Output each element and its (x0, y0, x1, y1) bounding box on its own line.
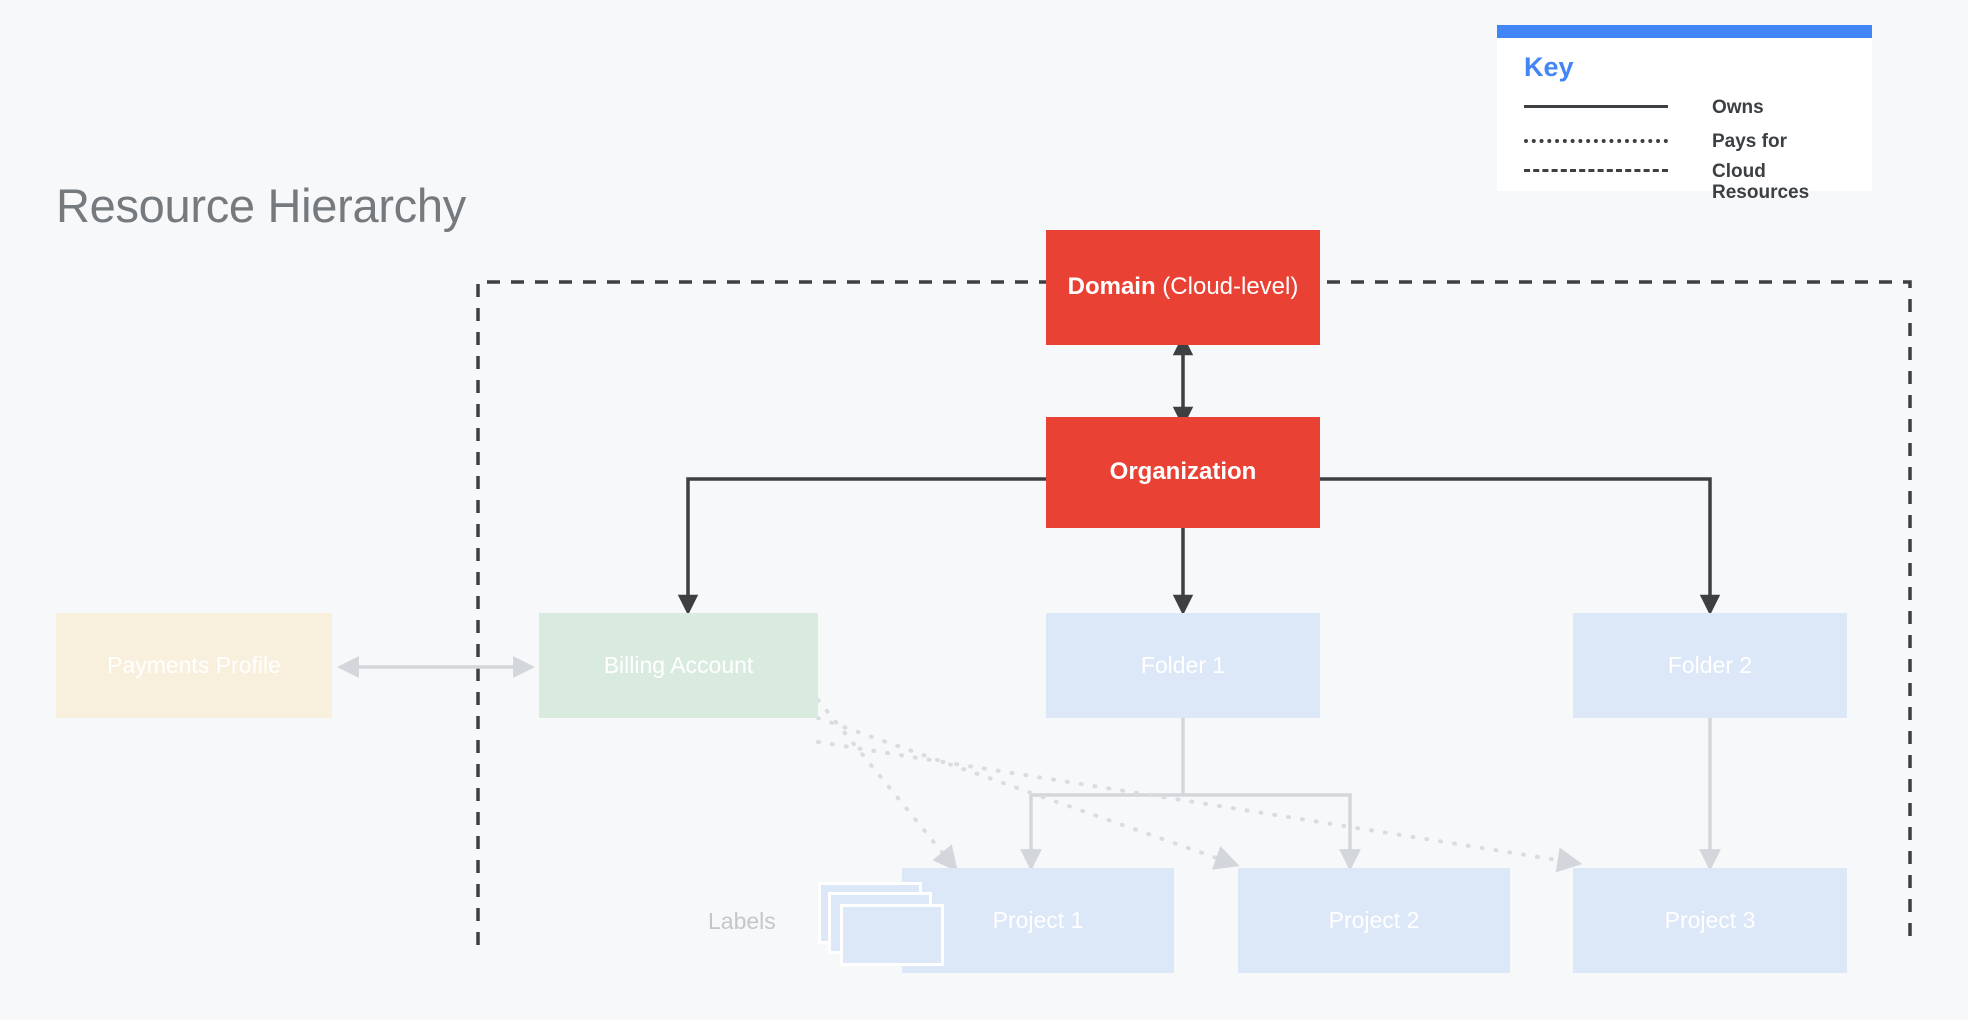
node-folder-2[interactable]: Folder 2 (1573, 613, 1847, 718)
node-domain[interactable]: Domain (Cloud-level) (1046, 230, 1320, 345)
key-entry-cloud-resources-label: Cloud Resources (1712, 161, 1810, 204)
node-payments-profile[interactable]: Payments Profile (56, 613, 332, 718)
node-folder-2-label: Folder 2 (1667, 651, 1753, 678)
node-organization[interactable]: Organization (1046, 417, 1320, 528)
node-project-1[interactable]: Project 1 (902, 868, 1174, 973)
key-entry-pays-for: Pays for (1524, 131, 1854, 152)
dotted-line-icon (1524, 131, 1668, 148)
node-folder-1[interactable]: Folder 1 (1046, 613, 1320, 718)
node-project-2-label: Project 2 (1328, 906, 1420, 933)
key-body: Key Owns Pays for Cloud Resources (1497, 38, 1872, 203)
node-project-3[interactable]: Project 3 (1573, 868, 1847, 973)
labels-stack-icon[interactable] (818, 882, 946, 968)
edge-folder-1-projects (1020, 718, 1361, 871)
node-project-3-label: Project 3 (1664, 906, 1756, 933)
key-entry-pays-for-label: Pays for (1712, 131, 1787, 152)
dashed-line-icon (1524, 161, 1668, 178)
key-panel: Key Owns Pays for Cloud Resources (1497, 25, 1872, 203)
edge-organization-folder-2 (1320, 477, 1721, 616)
key-entry-owns: Owns (1524, 97, 1854, 118)
key-accent-bar (1497, 25, 1872, 38)
node-billing-account[interactable]: Billing Account (539, 613, 818, 718)
node-organization-label: Organization (1109, 458, 1257, 486)
node-folder-1-label: Folder 1 (1140, 651, 1226, 678)
edge-billing-account-pays-for (816, 698, 1583, 873)
node-payments-profile-label: Payments Profile (107, 651, 281, 678)
node-project-2[interactable]: Project 2 (1238, 868, 1510, 973)
node-billing-account-label: Billing Account (603, 651, 754, 678)
page-title: Resource Hierarchy (56, 179, 466, 232)
node-project-1-label: Project 1 (992, 906, 1084, 933)
solid-line-icon (1524, 97, 1668, 114)
key-entry-owns-label: Owns (1712, 97, 1764, 118)
key-title: Key (1524, 52, 1574, 82)
labels-caption: Labels (708, 908, 776, 934)
label-card-front (840, 904, 944, 966)
edge-organization-billing-account (677, 477, 1046, 616)
node-domain-label: Domain (Cloud-level) (1067, 273, 1299, 301)
key-entry-cloud-resources: Cloud Resources (1524, 161, 1854, 204)
